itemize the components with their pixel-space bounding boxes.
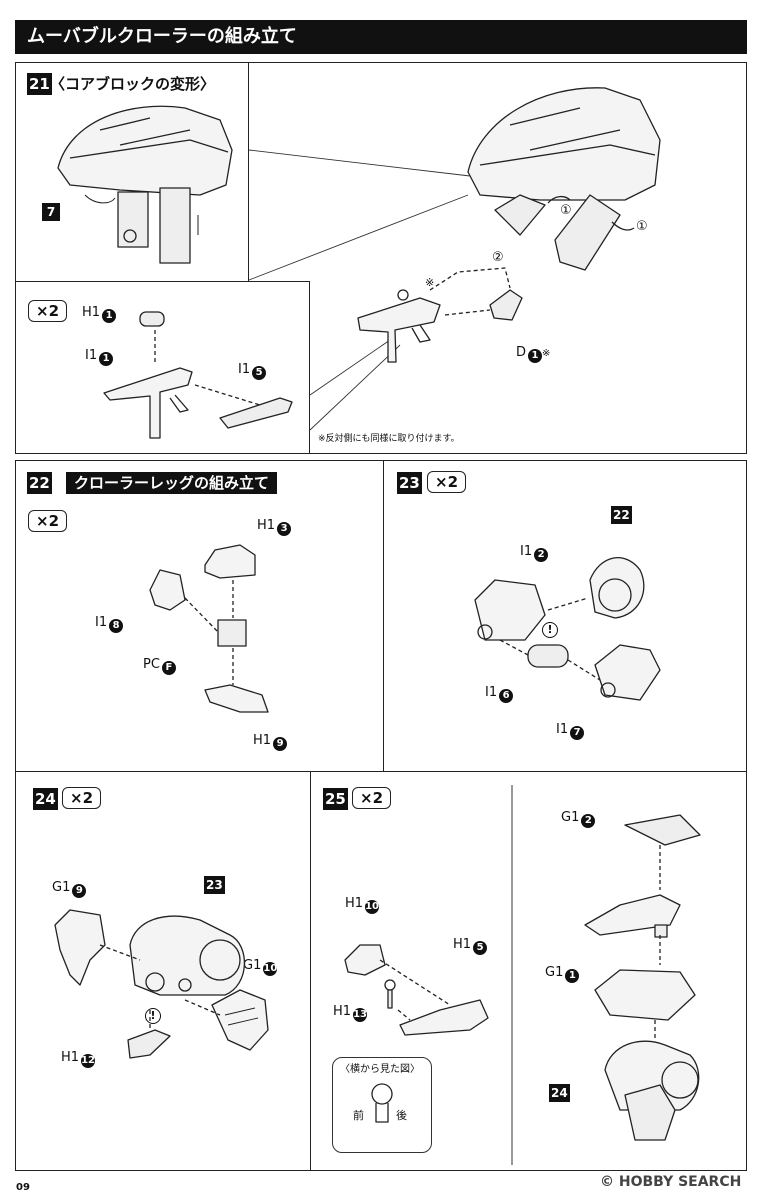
step-23-multiplier: ×2 xyxy=(427,471,467,493)
step-22-number: 22 xyxy=(27,472,52,494)
core-block-large-illustration xyxy=(467,87,661,271)
star-mark: ※ xyxy=(425,276,435,289)
core-block-small-illustration xyxy=(57,105,233,264)
step-25-multiplier: ×2 xyxy=(352,787,392,809)
side-view-box xyxy=(332,1057,432,1153)
step-22-title: クローラーレッグの組み立て xyxy=(66,472,278,494)
step-24-number: 24 xyxy=(33,788,58,810)
step-21-number: 21 xyxy=(27,73,52,95)
side-view-back: 後 xyxy=(396,1109,407,1122)
step-ref-23: 23 xyxy=(204,876,225,894)
hobby-search-watermark: © HOBBY SEARCH xyxy=(600,1174,742,1190)
step-24-assembly-illustration xyxy=(54,909,269,1059)
crawler-leg-parts-illustration xyxy=(149,544,269,713)
step-23-panel xyxy=(383,460,747,772)
caution-mark: ! xyxy=(145,1008,161,1024)
caution-mark: ! xyxy=(542,622,558,638)
page-title: ムーバブルクローラーの組み立て xyxy=(15,20,747,54)
arrow-step-1a: ① xyxy=(560,203,572,218)
step-24-multiplier: ×2 xyxy=(62,787,102,809)
arrow-step-1b: ① xyxy=(636,219,648,234)
step-25-number: 25 xyxy=(323,788,348,810)
step-25-parts-illustration xyxy=(344,785,701,1165)
step-ref-7: 7 xyxy=(42,203,60,221)
step-ref-22: 22 xyxy=(611,506,632,524)
gun-small-illustration xyxy=(103,311,293,439)
step-21-title: 〈コアブロックの変形〉 xyxy=(50,75,216,93)
step-21-note: ※反対側にも同様に取り付けます。 xyxy=(318,434,460,444)
side-view-front: 前 xyxy=(353,1109,364,1122)
side-view-title: 〈横から見た図〉 xyxy=(340,1064,420,1075)
page-number: 09 xyxy=(16,1182,30,1193)
step-22-multiplier: ×2 xyxy=(28,510,68,532)
joint-assembly-illustration xyxy=(474,557,661,701)
step-ref-24: 24 xyxy=(549,1084,570,1102)
gun-large-illustration xyxy=(357,267,523,363)
step-23-number: 23 xyxy=(397,472,422,494)
step-21-multiplier: ×2 xyxy=(28,300,68,322)
arrow-step-2: ② xyxy=(492,250,504,265)
